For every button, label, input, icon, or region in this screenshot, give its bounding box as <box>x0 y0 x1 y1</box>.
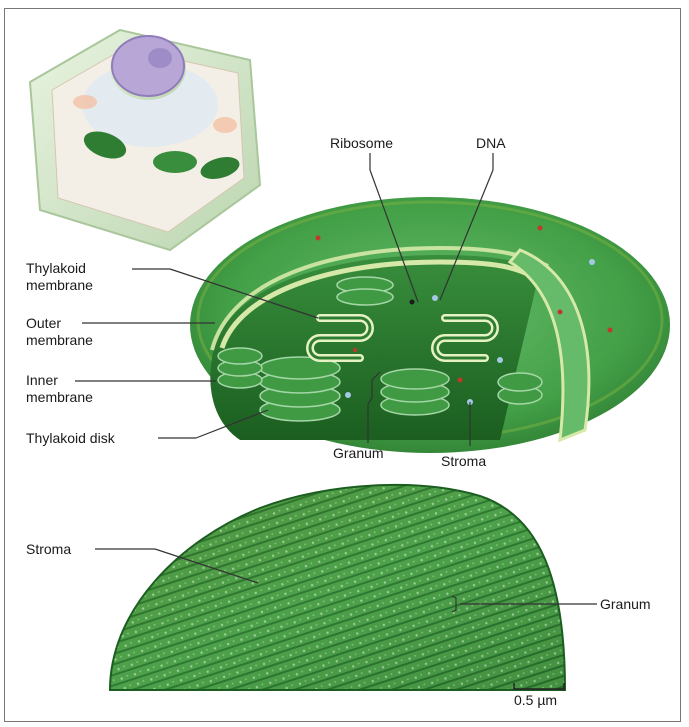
label-stroma-top: Stroma <box>441 453 486 470</box>
label-dna: DNA <box>476 135 506 152</box>
label-thylakoid-disk: Thylakoid disk <box>26 430 115 447</box>
label-thylakoid-membrane: Thylakoid membrane <box>26 260 126 294</box>
plant-cell-illustration <box>30 30 260 250</box>
label-ribosome: Ribosome <box>330 135 393 152</box>
label-outer-membrane: Outer membrane <box>26 315 106 349</box>
label-scale-bar: 0.5 µm <box>514 692 557 709</box>
label-inner-membrane: Inner membrane <box>26 372 106 406</box>
label-granum-bottom: Granum <box>600 596 651 613</box>
chloroplast-cutaway-illustration <box>190 197 670 453</box>
chloroplast-micrograph <box>110 485 565 690</box>
label-stroma-bottom: Stroma <box>26 541 71 558</box>
label-granum-top: Granum <box>333 445 384 462</box>
